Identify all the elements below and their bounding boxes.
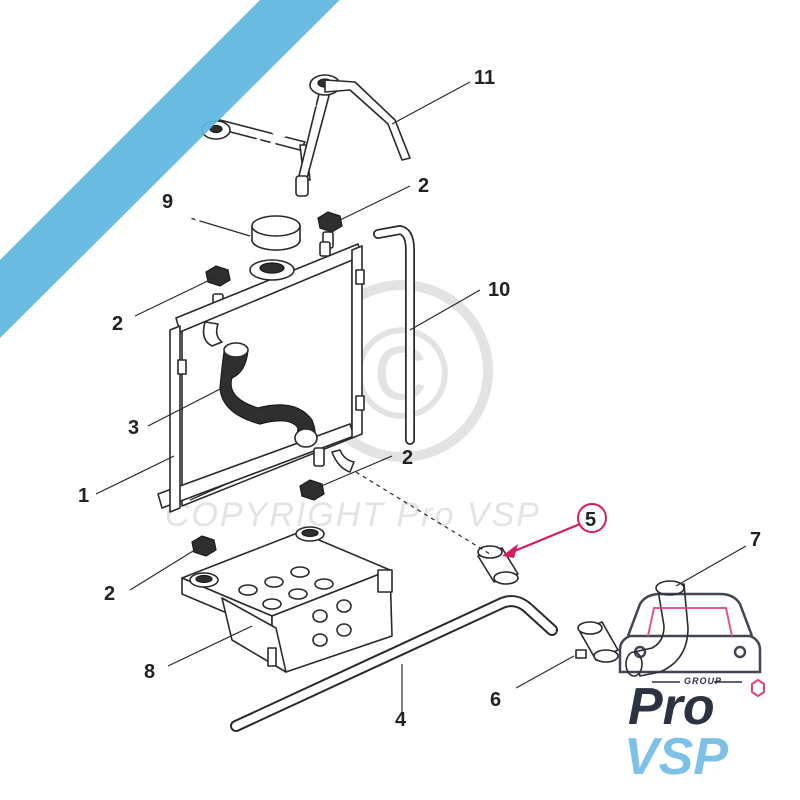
part-10-overflow-pipe — [373, 224, 415, 445]
callout-2-low: 2 — [104, 583, 115, 605]
callout-6: 6 — [490, 689, 501, 711]
callout-5: 5 — [585, 509, 596, 531]
copyright-glyph: © — [354, 300, 450, 446]
part-4-coolant-pipe — [230, 595, 558, 732]
part-5-hose-connector — [477, 545, 519, 585]
callout-5-highlight-circle — [577, 503, 607, 533]
callout-2-mid: 2 — [402, 447, 413, 469]
logo-group-tag: GROUP — [684, 676, 722, 686]
logo-vsp-text: VSP — [624, 728, 728, 786]
callout-9: 9 — [162, 191, 173, 213]
part-6-hose-connector — [575, 621, 619, 663]
car-outline-icon — [618, 592, 762, 674]
part-5-highlight-arrow — [502, 522, 581, 558]
callout-11: 11 — [474, 67, 495, 89]
alignment-dash-line — [355, 471, 491, 555]
logo-pro-text: Pro — [628, 678, 715, 736]
part-1-radiator — [157, 241, 365, 513]
callout-2-left: 2 — [112, 313, 123, 335]
logo-gear-icon — [751, 678, 765, 698]
part-9-radiator-cap — [251, 215, 301, 251]
callout-4: 4 — [395, 709, 407, 731]
callout-labels: 11 9 2 2 10 3 1 2 2 8 4 6 7 5 — [78, 67, 761, 731]
callout-10: 10 — [488, 279, 510, 301]
part-2-bleed-screw-low — [191, 535, 217, 557]
callout-8: 8 — [144, 661, 155, 683]
part-3-upper-hose — [219, 342, 318, 448]
callout-3: 3 — [128, 417, 139, 439]
provsp-logo: GROUP Pro VSP — [618, 592, 765, 786]
leader-lines — [95, 81, 747, 712]
part-8-mounting-bracket — [181, 526, 393, 673]
callout-1: 1 — [78, 485, 89, 507]
copyright-text: COPYRIGHT Pro VSP — [165, 496, 541, 534]
callout-7: 7 — [750, 529, 761, 551]
copyright-watermark: © COPYRIGHT Pro VSP — [165, 280, 541, 534]
callout-2-top: 2 — [418, 175, 429, 197]
